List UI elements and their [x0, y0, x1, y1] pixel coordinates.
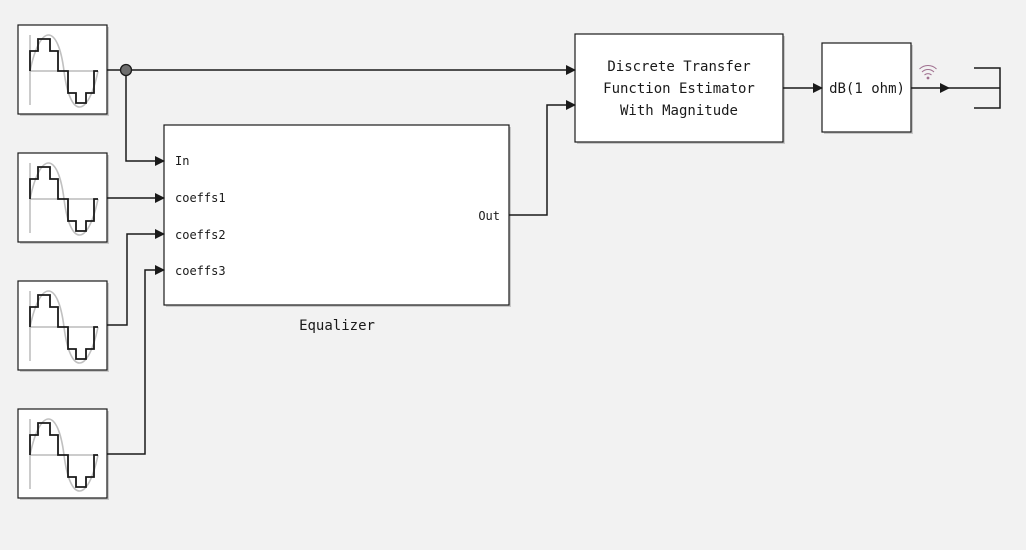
db-conversion-block[interactable]: dB(1 ohm): [821, 42, 913, 134]
estimator-label-line-3: With Magnitude: [620, 103, 738, 119]
signal-lines: [107, 65, 1000, 455]
equalizer-input-port-in: In: [175, 154, 189, 168]
transfer-function-estimator-block[interactable]: Discrete Transfer Function Estimator Wit…: [574, 33, 785, 144]
db-conversion-label: dB(1 ohm): [829, 81, 905, 97]
estimator-label-line-2: Function Estimator: [603, 81, 755, 97]
equalizer-input-port-coeffs2: coeffs2: [175, 228, 226, 242]
signal-source-4[interactable]: [17, 408, 109, 500]
arrow-head: [940, 83, 950, 93]
estimator-label-line-1: Discrete Transfer: [607, 59, 750, 75]
branch-point[interactable]: [119, 63, 133, 77]
signal-source-3[interactable]: [17, 280, 109, 372]
equalizer-block[interactable]: In coeffs1 coeffs2 coeffs3 Out: [163, 124, 511, 307]
wire-source3-to-coeffs2[interactable]: [107, 233, 155, 326]
arrow-head: [155, 156, 165, 166]
equalizer-input-port-coeffs3: coeffs3: [175, 264, 226, 278]
equalizer-block-name: Equalizer: [299, 318, 375, 334]
wire-branch-to-equalizer-in[interactable]: [125, 70, 155, 162]
arrow-head: [155, 193, 165, 203]
wire-source4-to-coeffs3[interactable]: [107, 269, 155, 455]
arrow-head: [566, 65, 576, 75]
equalizer-output-port-out: Out: [478, 209, 500, 223]
signal-source-2[interactable]: [17, 152, 109, 244]
arrow-head: [155, 229, 165, 239]
arrow-head: [566, 100, 576, 110]
equalizer-input-port-coeffs1: coeffs1: [175, 191, 226, 205]
signal-source-1[interactable]: [17, 24, 109, 116]
signal-logging-icon[interactable]: [919, 65, 937, 80]
arrow-head: [155, 265, 165, 275]
arrow-head: [813, 83, 823, 93]
wire-equalizer-out-to-estimator[interactable]: [509, 104, 566, 216]
